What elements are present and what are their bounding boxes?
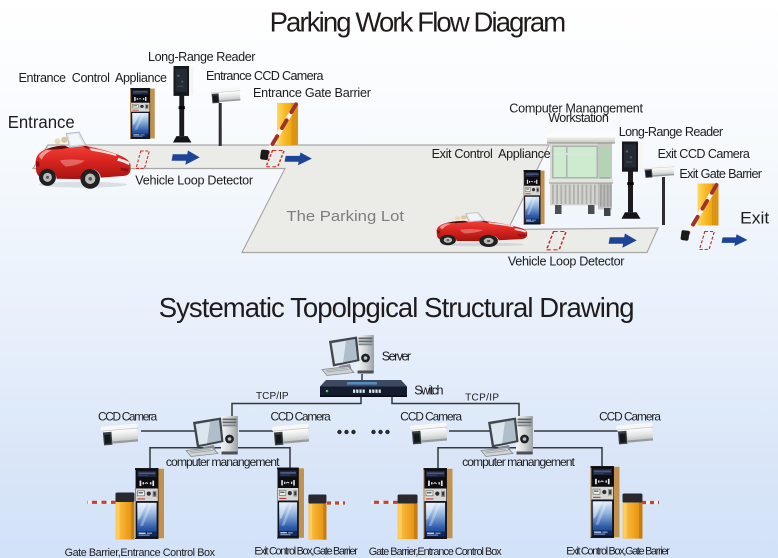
- svg-text:Exit: Exit: [740, 209, 770, 228]
- svg-text:Exit Control Box,Gate Barrier: Exit Control Box,Gate Barrier: [254, 546, 358, 558]
- svg-text:Exit Gate Barrier: Exit Gate Barrier: [679, 167, 762, 181]
- svg-text:Server: Server: [382, 349, 411, 363]
- svg-text:Vehicle Loop Detector: Vehicle Loop Detector: [508, 255, 625, 269]
- svg-text:Parking Work Flow Diagram: Parking Work Flow Diagram: [270, 7, 567, 38]
- svg-text:Computer Manangement: Computer Manangement: [509, 101, 643, 115]
- svg-text:The Parking Lot: The Parking Lot: [286, 208, 404, 225]
- svg-text:Long-Range Reader: Long-Range Reader: [148, 50, 256, 64]
- svg-text:Entrance Gate Barrier: Entrance Gate Barrier: [253, 86, 371, 100]
- svg-text:computer manangement: computer manangement: [166, 455, 280, 469]
- svg-text:Gate Barrier,Entrance Control: Gate Barrier,Entrance Control Box: [65, 547, 216, 558]
- svg-text:Long-Range Reader: Long-Range Reader: [619, 125, 723, 139]
- svg-text:TCP/IP: TCP/IP: [465, 393, 499, 404]
- svg-text:Switch: Switch: [414, 383, 443, 397]
- svg-text:CCD Camera: CCD Camera: [599, 409, 661, 423]
- svg-text:TCP/IP: TCP/IP: [256, 391, 289, 402]
- svg-text:Entrance CCD Camera: Entrance CCD Camera: [206, 69, 324, 83]
- svg-text:Vehicle Loop Detector: Vehicle Loop Detector: [135, 173, 253, 187]
- svg-text:CCD Camera: CCD Camera: [98, 409, 158, 423]
- svg-text:CCD Camera: CCD Camera: [271, 409, 332, 423]
- svg-text:Exit CCD Camera: Exit CCD Camera: [658, 147, 750, 161]
- svg-text:Gate Barrier,Entrance Control: Gate Barrier,Entrance Control Box: [369, 546, 503, 558]
- svg-text:Entrance Control Appliance: Entrance Control Appliance: [19, 71, 168, 85]
- svg-text:Entrance: Entrance: [8, 112, 75, 132]
- svg-text:Workstation: Workstation: [548, 111, 609, 125]
- svg-text:CCD Camera: CCD Camera: [400, 409, 462, 423]
- svg-text:Exit Control Appliance: Exit Control Appliance: [432, 147, 551, 161]
- svg-text:computer manangement: computer manangement: [462, 455, 575, 469]
- svg-text:Exit Control Box,Gate Barrier: Exit Control Box,Gate Barrier: [566, 546, 670, 558]
- svg-text:Systematic Topolpgical Structu: Systematic Topolpgical Structural Drawin…: [159, 292, 635, 323]
